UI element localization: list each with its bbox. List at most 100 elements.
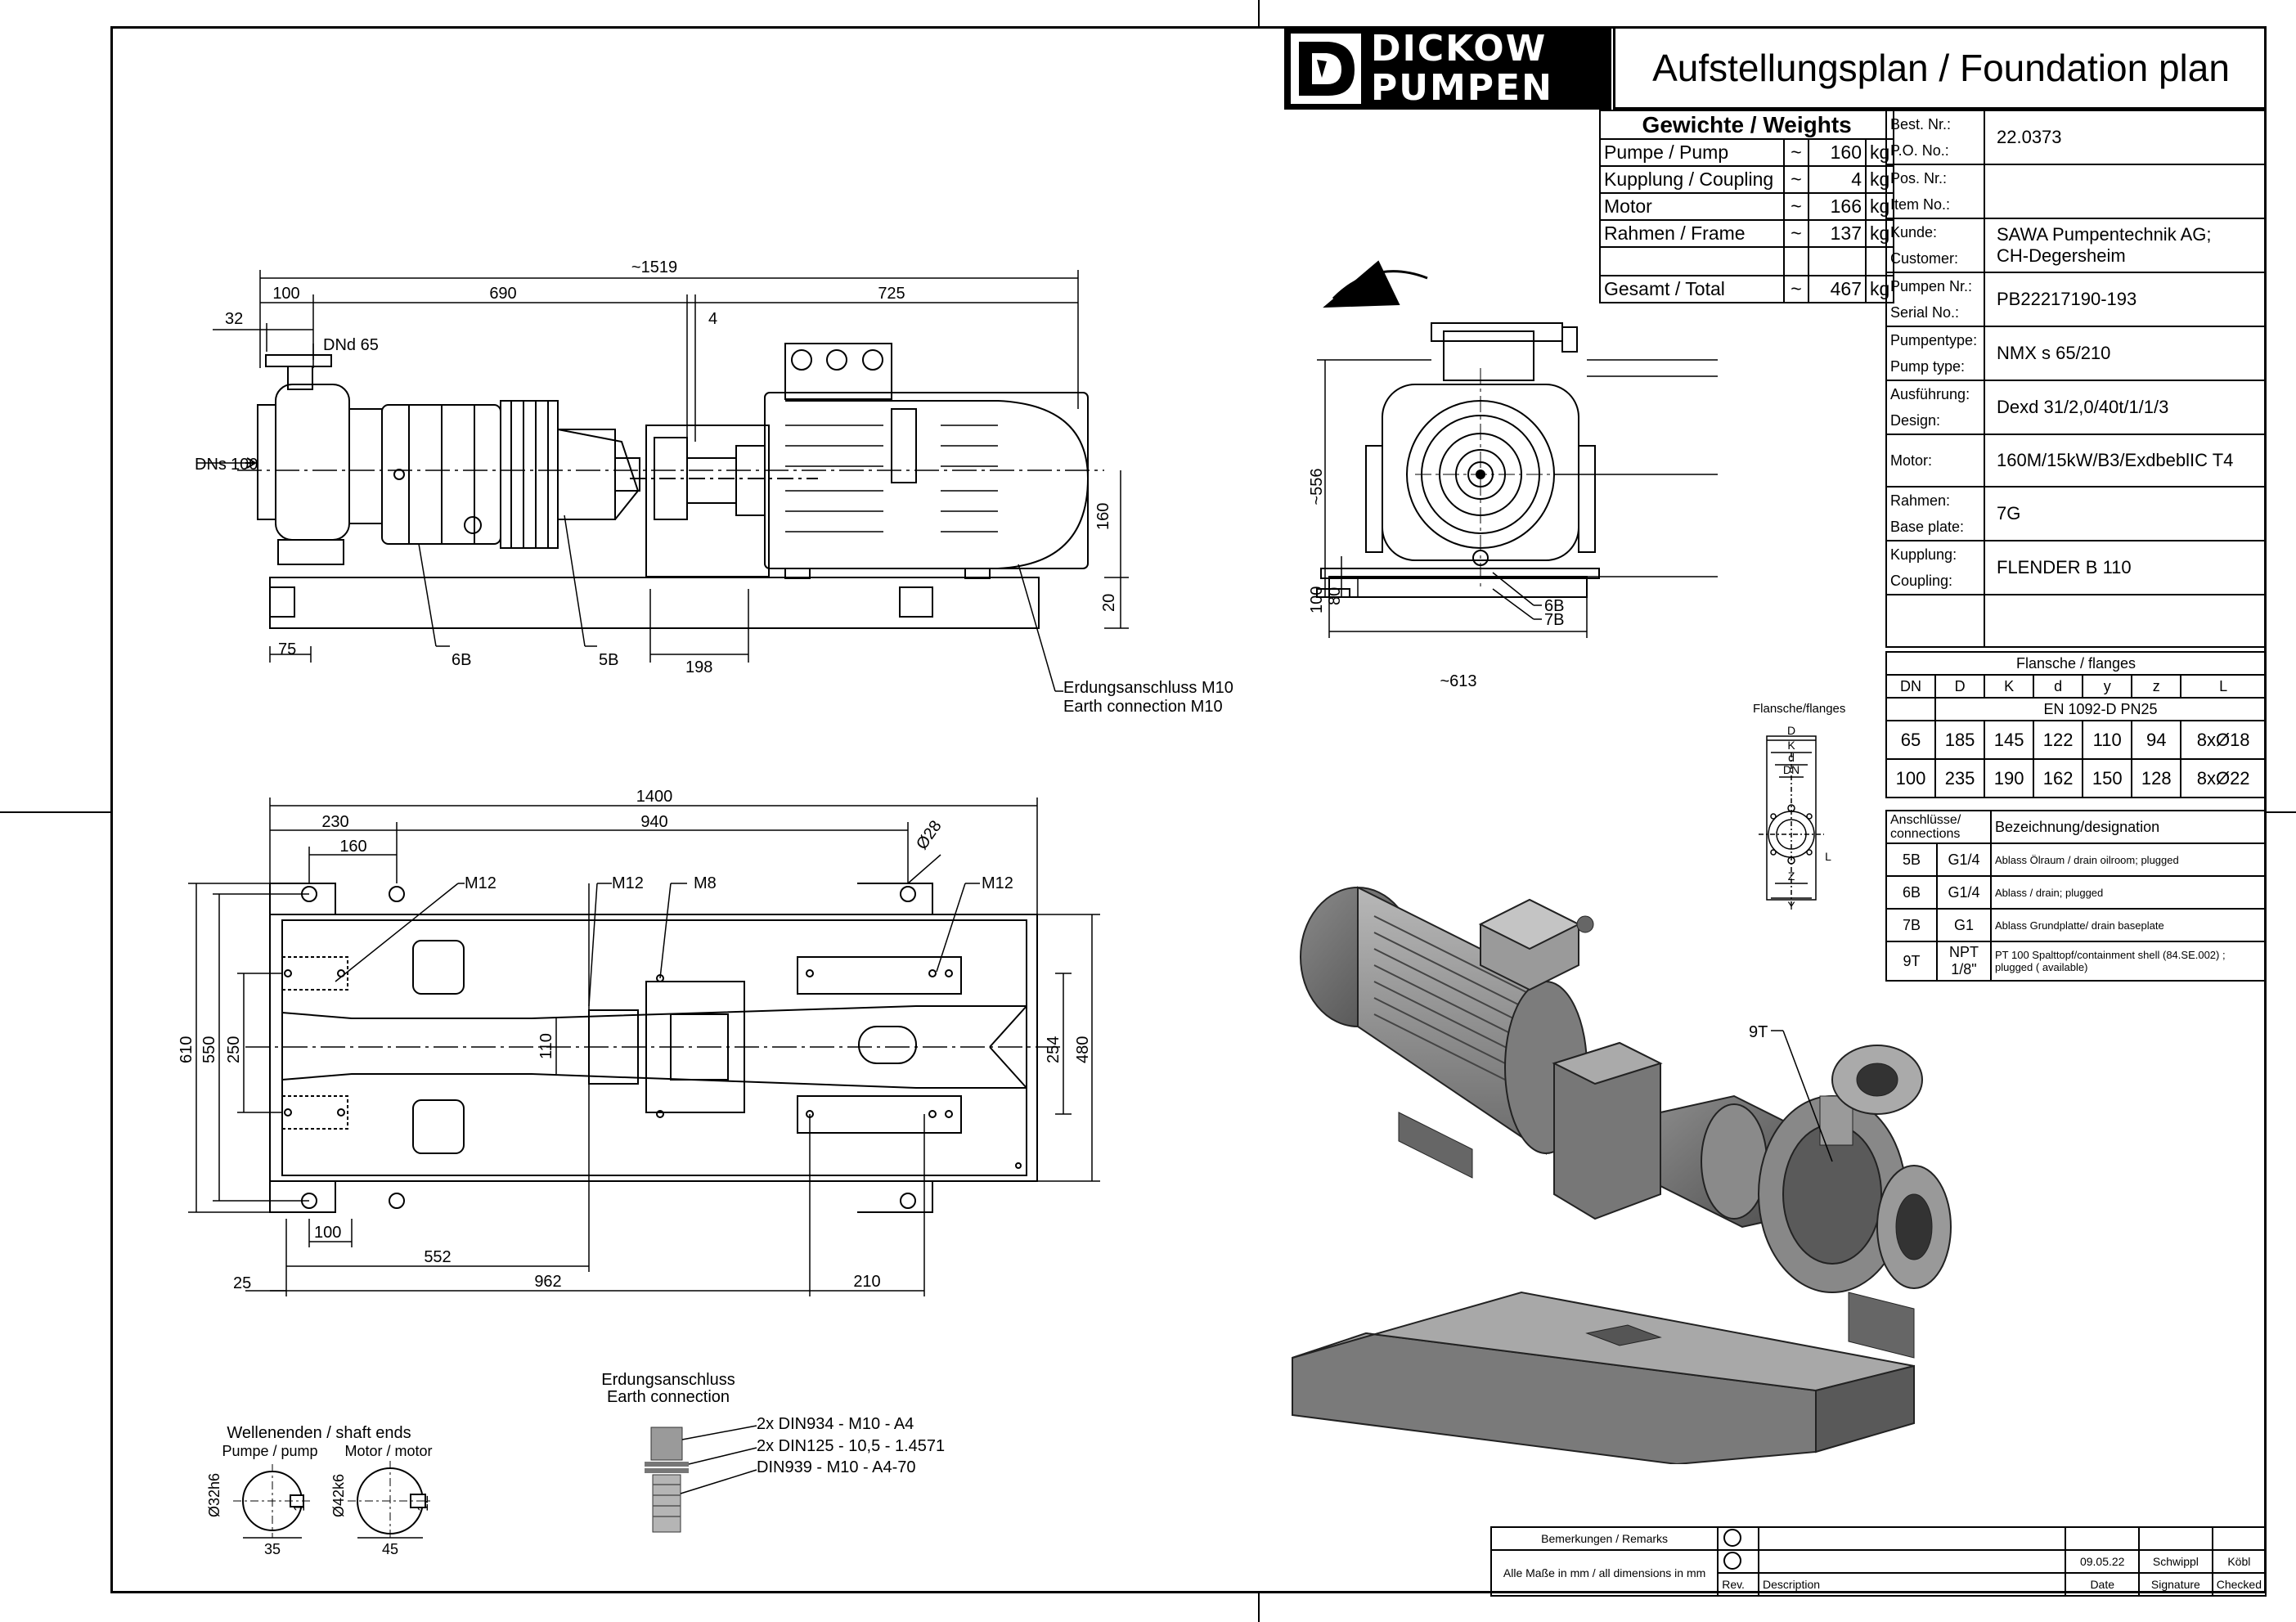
earth-callout-line1: Erdungsanschluss M10 (1063, 679, 1233, 697)
dim-556: ~556 (1308, 468, 1326, 505)
dim-250: 250 (225, 1036, 243, 1063)
dim-160: 160 (339, 838, 366, 856)
brand-line-1: DICKOW (1371, 28, 1548, 70)
info-row: Rahmen:Base plate:7G (1885, 486, 2267, 541)
drawing-frame (110, 26, 2267, 1593)
shaft-pump-len: 35 (264, 1541, 281, 1557)
dim-480: 480 (1074, 1036, 1092, 1063)
dim-610: 610 (177, 1036, 195, 1063)
dim-80: 80 (1326, 587, 1344, 605)
earth-item: 2x DIN934 - M10 - A4 (757, 1415, 914, 1433)
revision-block: Bemerkungen / Remarks Alle Maße in mm / … (1489, 1526, 2267, 1597)
weights-spacer (1599, 246, 1895, 276)
callout-7b-end: 7B (1544, 611, 1564, 629)
revision-circle-icon (1723, 1551, 1742, 1570)
earth-callout-line2: Earth connection M10 (1063, 698, 1223, 716)
callout-m12-b: M12 (612, 874, 644, 892)
svg-text:L: L (1825, 850, 1831, 863)
dim-230: 230 (321, 813, 348, 831)
side-view-drawing: ~1519 100 690 725 32 4 DNd 65 DNs 100 75… (177, 258, 1233, 1557)
dim-dns-value: 100 (231, 456, 258, 474)
dim-725: 725 (878, 285, 905, 303)
earth-title-1: Erdungsanschluss (601, 1371, 735, 1389)
dim-100-plan: 100 (314, 1224, 341, 1242)
order-info-table: Best. Nr.:P.O. No.:22.0373 Pos. Nr.:Item… (1885, 110, 2267, 648)
callout-6b: 6B (452, 651, 471, 669)
dim-d28: Ø28 (913, 817, 946, 853)
svg-text:d: d (1788, 751, 1795, 764)
info-row: Ausführung:Design:Dexd 31/2,0/40t/1/1/3 (1885, 380, 2267, 435)
dim-100: 100 (272, 285, 299, 303)
callout-m8: M8 (694, 874, 717, 892)
end-view-drawing: ~556 29 225 180 100 80 ~613 6B 7B (1308, 260, 1718, 690)
dim-962: 962 (534, 1273, 561, 1291)
dim-160: 160 (1094, 503, 1112, 530)
dim-dns: DNs (195, 456, 227, 474)
dim-210: 210 (853, 1273, 880, 1291)
shaft-motor-dia: Ø42k6 (330, 1474, 347, 1517)
revision-circle-icon (1723, 1528, 1742, 1547)
shaft-motor-len: 45 (382, 1541, 398, 1557)
info-row: Pos. Nr.:Item No.: (1885, 164, 2267, 219)
dim-613: ~613 (1440, 672, 1476, 690)
earth-item: 2x DIN125 - 10,5 - 1.4571 (757, 1437, 945, 1455)
fold-mark (1258, 1593, 1260, 1622)
fold-mark (2267, 811, 2296, 813)
flange-figure-label: Flansche/flanges (1753, 702, 1846, 716)
shaft-motor-label: Motor / motor (344, 1443, 432, 1459)
svg-text:Z: Z (1788, 869, 1795, 883)
callout-6b-end: 6B (1544, 597, 1564, 615)
company-logo: DICKOW PUMPEN (1284, 28, 1611, 110)
earth-item: DIN939 - M10 - A4-70 (757, 1458, 916, 1476)
dim-4: 4 (708, 310, 717, 328)
dim-32: 32 (225, 310, 243, 328)
dim-total: ~1519 (631, 258, 677, 276)
callout-m12-a: M12 (465, 874, 496, 892)
drawing-title: Aufstellungsplan / Foundation plan (1613, 28, 2267, 110)
fold-mark (1258, 0, 1260, 26)
earth-title-2: Earth connection (607, 1388, 730, 1406)
callout-5b: 5B (599, 651, 618, 669)
info-row: Pumpen Nr.:Serial No.:PB22217190-193 (1885, 272, 2267, 327)
dim-dnd: DNd 65 (323, 336, 379, 354)
flanges-standard: EN 1092-D PN25 (1934, 697, 2267, 721)
dim-20: 20 (1100, 594, 1118, 612)
dim-75: 75 (278, 640, 296, 658)
dim-198: 198 (685, 658, 712, 676)
isometric-view: 9T (1292, 886, 1952, 1464)
info-row: Best. Nr.:P.O. No.:22.0373 (1885, 110, 2267, 165)
dim-940: 940 (640, 813, 667, 831)
dim-552: 552 (424, 1248, 451, 1266)
dim-25: 25 (233, 1274, 251, 1292)
callout-9t: 9T (1749, 1023, 1768, 1041)
info-row: Kunde:Customer:SAWA Pumpentechnik AG;CH-… (1885, 218, 2267, 273)
dim-550: 550 (200, 1036, 218, 1063)
dim-690: 690 (489, 285, 516, 303)
callout-m12-c: M12 (982, 874, 1013, 892)
logo-mark-icon (1291, 34, 1361, 104)
earth-bolt-drawing (645, 1425, 757, 1533)
dim-254: 254 (1045, 1036, 1063, 1063)
shaft-title: Wellenenden / shaft ends (227, 1424, 411, 1442)
info-row-empty (1885, 594, 2267, 648)
fold-mark (0, 811, 110, 813)
shaft-pump-dia: Ø32h6 (206, 1473, 222, 1517)
weights-title: Gewichte / Weights (1598, 110, 1895, 140)
dim-1400: 1400 (636, 788, 673, 806)
svg-text:Y: Y (1787, 899, 1795, 912)
rotation-arrow-icon (1323, 260, 1400, 308)
info-row: Motor:160M/15kW/B3/ExdbeblIC T4 (1885, 434, 2267, 487)
flanges-title: Flansche / flanges (1885, 651, 2267, 676)
